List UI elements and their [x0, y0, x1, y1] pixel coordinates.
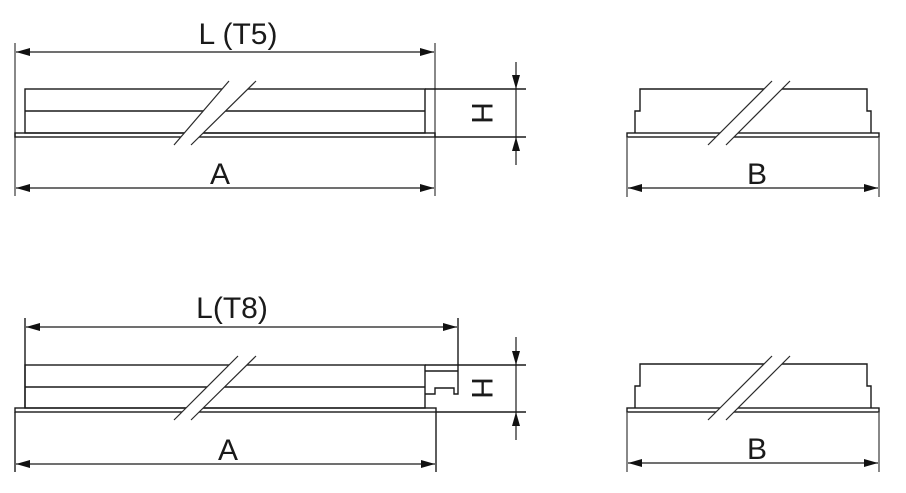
t8-base-plate: [14, 407, 437, 413]
t5-end-base: [626, 132, 880, 138]
t8-height-label: H: [465, 377, 498, 399]
t8-end-view: B: [626, 355, 880, 472]
t8-end-body: [634, 363, 872, 408]
t5-side-view: L (T5) A H: [14, 18, 526, 196]
t8-end-break-mark: [707, 355, 791, 421]
t5-end-width-label: B: [747, 158, 767, 191]
t8-end-width-label: B: [747, 433, 767, 466]
t8-end-base: [626, 407, 880, 413]
t8-break-mark: [173, 355, 257, 421]
t5-length-label: L (T5): [199, 18, 278, 51]
t5-end-view: B: [626, 80, 880, 197]
t8-lampholder-connector: [425, 364, 459, 395]
t5-break-mark: [173, 80, 257, 146]
t5-base-plate: [14, 132, 436, 138]
t5-end-body: [634, 88, 872, 133]
t8-width-label: A: [218, 434, 238, 467]
t5-width-label: A: [210, 158, 230, 191]
t5-height-label: H: [465, 102, 498, 124]
t5-end-break-mark: [707, 80, 791, 146]
t8-side-view: L(T8) A H: [14, 292, 526, 472]
t8-length-label: L(T8): [196, 292, 268, 325]
